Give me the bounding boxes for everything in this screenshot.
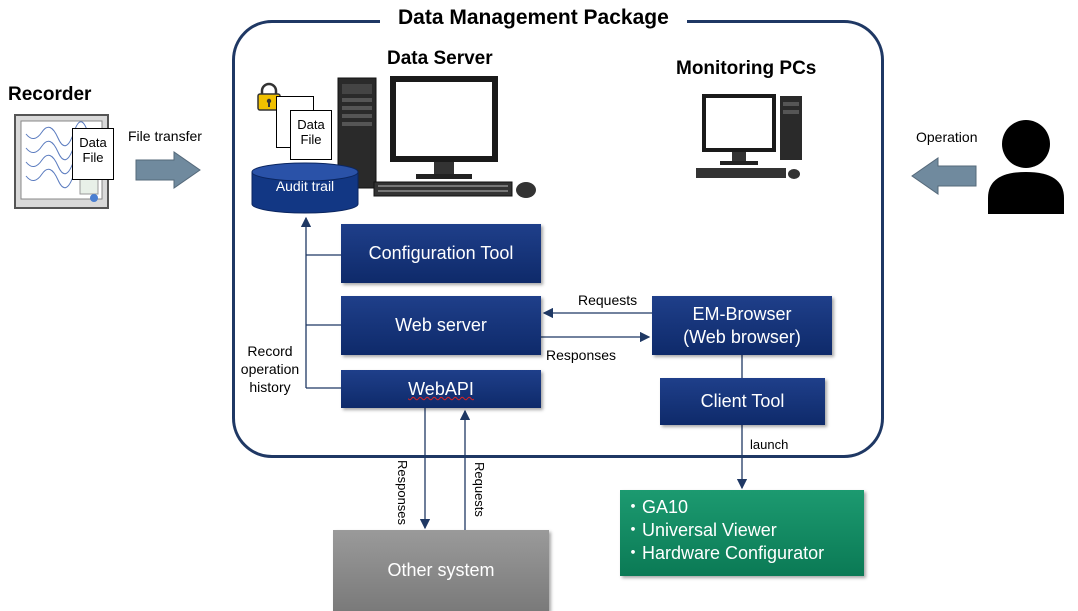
responses-vertical-label: Responses <box>395 460 410 526</box>
responses-label: Responses <box>546 347 617 363</box>
package-title: Data Management Package <box>380 6 687 30</box>
operation-label: Operation <box>916 129 978 145</box>
launch-label: launch <box>750 437 789 452</box>
requests-vertical-label: Requests <box>472 462 487 517</box>
server-doc-line1: Data <box>297 117 325 132</box>
webapi-box: WebAPI <box>341 370 541 408</box>
em-browser-box: EM-Browser (Web browser) <box>652 296 832 355</box>
viewer-item-ga10: ・GA10 <box>624 497 689 517</box>
other-system-box: Other system <box>333 530 549 611</box>
record-history-line1: Record <box>247 343 293 359</box>
webapi-label: WebAPI <box>408 378 474 399</box>
file-transfer-arrow <box>135 151 201 189</box>
recorder-title: Recorder <box>8 84 92 105</box>
client-tool-box: Client Tool <box>660 378 825 425</box>
record-history-line3: history <box>249 379 291 395</box>
recorder-doc-line1: Data <box>79 135 107 150</box>
data-server-title: Data Server <box>387 48 493 69</box>
record-history-line2: operation <box>240 361 300 377</box>
em-browser-line1: EM-Browser <box>692 304 792 324</box>
audit-trail-label: Audit trail <box>275 178 335 194</box>
web-server-box: Web server <box>341 296 541 355</box>
viewer-item-hardware-configurator: ・Hardware Configurator <box>624 543 825 563</box>
audit-trail-database-icon <box>251 162 359 214</box>
server-data-file: Data File <box>290 110 332 160</box>
monitoring-pcs-title: Monitoring PCs <box>676 58 817 79</box>
configuration-tool-box: Configuration Tool <box>341 224 541 283</box>
em-browser-line2: (Web browser) <box>683 326 801 347</box>
recorder-doc-line2: File <box>82 150 104 165</box>
requests-label: Requests <box>578 292 638 308</box>
monitoring-pc-icon <box>696 94 802 179</box>
user-person-icon <box>988 120 1064 214</box>
record-operation-history-label: Record operation history <box>240 342 300 396</box>
server-doc-line2: File <box>300 132 322 147</box>
viewer-item-universal-viewer: ・Universal Viewer <box>624 520 777 540</box>
recorder-data-file: Data File <box>72 128 114 180</box>
viewer-tools-box: ・GA10 ・Universal Viewer ・Hardware Config… <box>620 490 864 576</box>
operation-arrow <box>911 157 977 195</box>
file-transfer-label: File transfer <box>128 128 202 144</box>
